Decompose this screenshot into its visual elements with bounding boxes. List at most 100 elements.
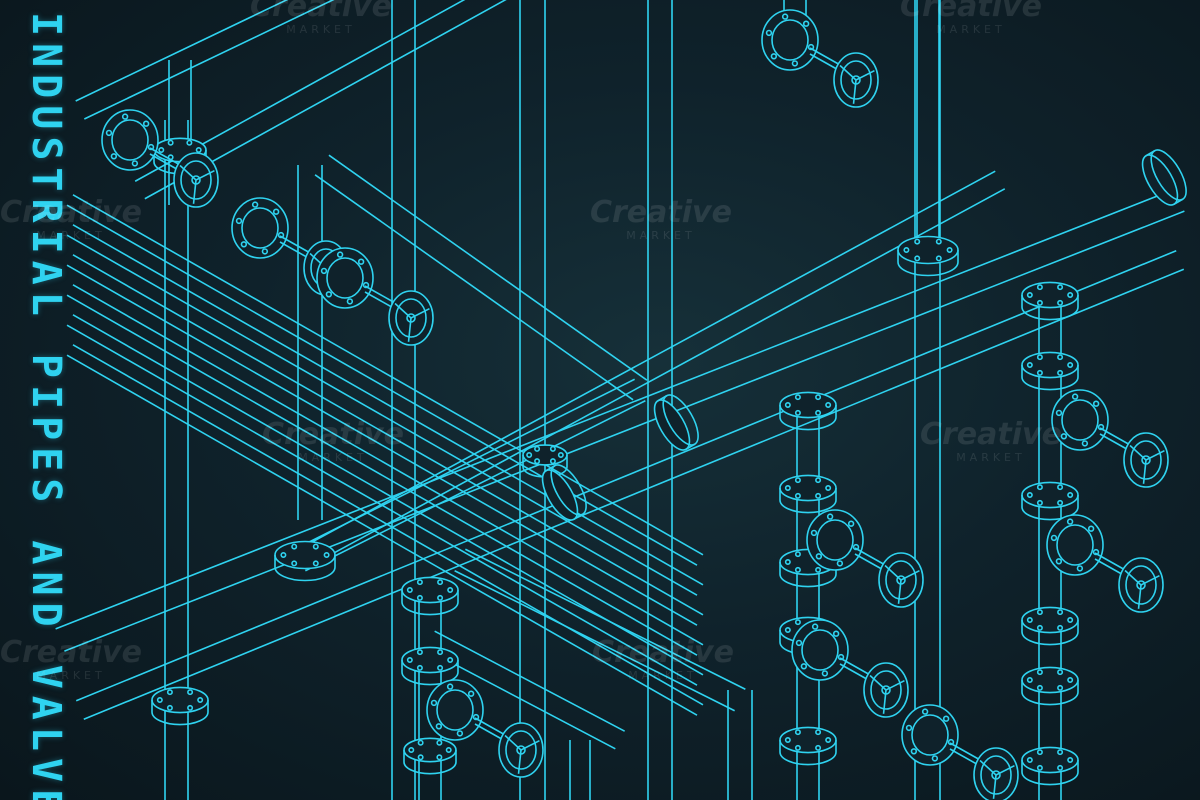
bolt — [436, 739, 443, 746]
bolt — [416, 594, 423, 601]
bolt — [1036, 284, 1043, 291]
bolt — [187, 704, 194, 711]
valve-body-inner — [111, 119, 149, 161]
flange-top — [1021, 606, 1079, 634]
handwheel-hub — [1141, 455, 1151, 465]
pipe-edge — [294, 170, 996, 552]
bolt — [417, 754, 424, 761]
bolt — [534, 445, 541, 452]
flange-top — [403, 737, 457, 763]
bolt — [417, 739, 424, 746]
bolt — [815, 409, 822, 416]
bolt — [312, 543, 319, 550]
bolt — [1057, 299, 1064, 306]
pipe-edge — [66, 234, 698, 596]
bolt — [825, 484, 832, 491]
oblique-flange — [1141, 149, 1187, 206]
main-diagonal-pipe — [55, 188, 1185, 652]
handwheel-inner — [505, 730, 537, 770]
bolt — [1057, 609, 1064, 616]
bolt — [1036, 299, 1043, 306]
valve-bolt — [362, 281, 370, 289]
pipe-edge — [55, 188, 1176, 630]
pipe-edge — [314, 174, 634, 401]
bolt — [445, 746, 452, 753]
flange-top — [522, 444, 568, 466]
flange-bottom — [401, 601, 459, 616]
valve-stem — [364, 285, 398, 305]
valve-bolt — [811, 623, 819, 630]
valve-bolt — [910, 748, 918, 755]
pipe-edge — [434, 630, 626, 732]
bolt — [291, 543, 298, 550]
flange-top — [1021, 666, 1079, 694]
gate-valve — [761, 9, 879, 108]
valve-bolt — [1081, 440, 1089, 447]
bolt — [549, 445, 556, 452]
flange-edge — [1145, 150, 1156, 157]
flange-bottom — [274, 566, 336, 582]
pipe-edge — [294, 378, 635, 550]
gate-valve — [791, 619, 909, 718]
valve-bolt — [852, 543, 860, 551]
pipe-edge — [66, 354, 698, 716]
valve-bolt — [1097, 423, 1105, 431]
bolt — [784, 626, 791, 633]
gate-valve — [101, 109, 219, 208]
valve-bolt — [837, 653, 845, 661]
valve-bolt — [1076, 565, 1084, 572]
flange-bottom — [779, 573, 837, 588]
handwheel-inner — [180, 160, 212, 200]
valve-bolt — [1060, 433, 1068, 440]
flange-bottom — [1021, 771, 1079, 786]
bent-riser — [569, 740, 591, 800]
bolt — [815, 394, 822, 401]
valve-bolt — [765, 29, 773, 37]
flange-bottom — [779, 751, 837, 766]
bolt — [447, 656, 454, 663]
valve-body-inner — [816, 519, 854, 561]
flange-top — [779, 726, 837, 754]
bolt — [549, 458, 556, 465]
bolt — [1036, 369, 1043, 376]
pipe-edge — [134, 0, 466, 182]
valve-bolt — [821, 670, 829, 677]
bolt — [815, 729, 822, 736]
pipe-edge — [72, 284, 704, 646]
bolt — [291, 560, 298, 567]
valve-bolt — [131, 160, 139, 167]
valve-bolt — [272, 208, 280, 215]
bolt — [1036, 609, 1043, 616]
handwheel-hub — [516, 745, 526, 755]
bolt — [1067, 756, 1074, 763]
gate-valve — [1046, 514, 1164, 613]
bolt — [825, 736, 832, 743]
flange-top — [1021, 281, 1079, 309]
valve-stem — [949, 742, 983, 762]
valve-bolt — [781, 13, 789, 20]
valve-body — [901, 704, 959, 766]
gate-valve — [806, 509, 924, 608]
bolt — [794, 744, 801, 751]
valve-bolt — [795, 639, 803, 647]
valve-bolt — [1055, 409, 1063, 417]
handwheel-inner — [1125, 565, 1157, 605]
valve-bolt — [472, 713, 480, 721]
valve-body — [316, 247, 374, 309]
flange-top — [897, 235, 959, 265]
valve-stem — [809, 47, 843, 67]
valve-body-inner — [911, 714, 949, 756]
valve-bolt — [110, 153, 118, 160]
pipe-edge — [83, 268, 1185, 720]
valve-bolt — [105, 129, 113, 137]
pipe-flange — [897, 235, 959, 277]
bolt — [1067, 676, 1074, 683]
flange-top — [1021, 481, 1079, 509]
gate-valve — [1051, 389, 1169, 488]
valve-bolt — [1050, 534, 1058, 542]
bolt — [914, 238, 921, 245]
flange-edge — [1173, 198, 1184, 205]
bolt — [914, 255, 921, 262]
pipe-edge — [64, 210, 1185, 652]
